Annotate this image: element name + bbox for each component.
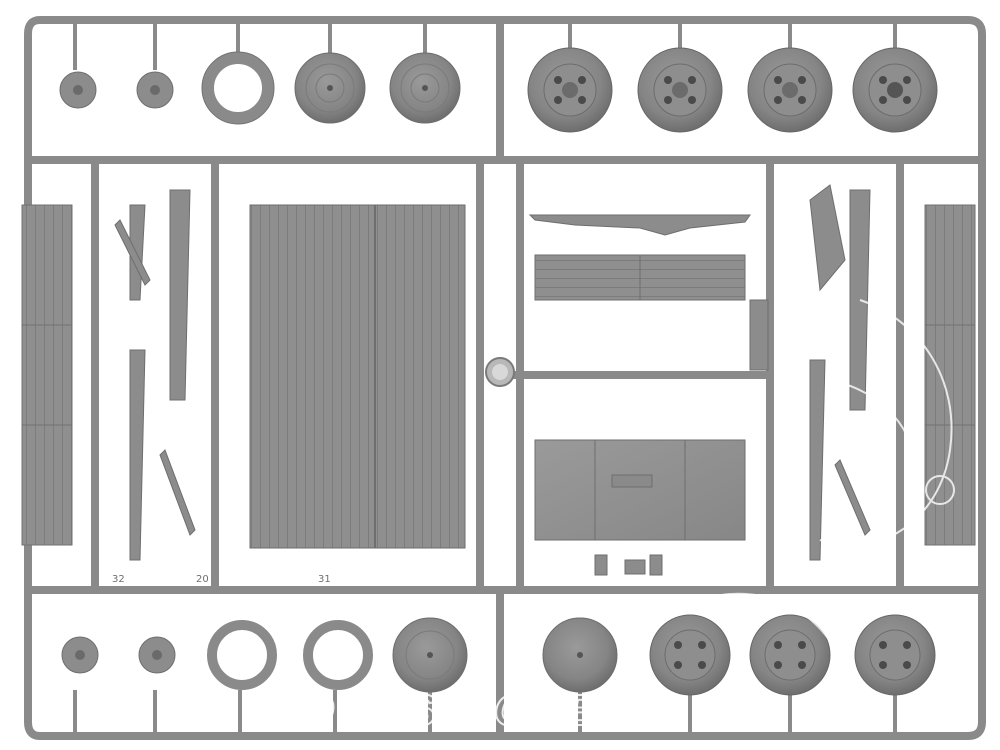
truck-wheel-3 [747, 47, 833, 133]
axle-beam [528, 214, 751, 236]
truck-wheel-7 [854, 614, 936, 696]
truck-wheel-1 [527, 47, 613, 133]
watermark-ornament [699, 299, 955, 661]
part-number-label: 20 [196, 574, 209, 585]
tailboard [534, 254, 746, 301]
truck-wheel-2 [637, 47, 723, 133]
tire-ring-2 [207, 620, 277, 690]
small-parts [594, 299, 769, 576]
sprue-gates-top [73, 20, 897, 736]
part-number-label: 32 [112, 574, 125, 585]
leaf-springs-right [809, 184, 871, 561]
truck-wheel-4 [852, 47, 938, 133]
side-board-left [21, 204, 73, 546]
sprue-frame [24, 16, 986, 740]
cab-back-panel [534, 439, 746, 541]
watermark-logo: OOPS MODEL [300, 686, 628, 735]
wheel-disc-4 [542, 617, 618, 693]
wheel-disc-1 [294, 52, 366, 124]
truck-bed-floor [249, 204, 466, 549]
hub-cap-1 [59, 71, 97, 109]
wheel-disc-2 [389, 52, 461, 124]
side-board-right [924, 204, 976, 546]
hub-cap-3 [61, 636, 99, 674]
sprue-hub-badge [485, 357, 515, 387]
truck-wheel-5 [649, 614, 731, 696]
tire-ring-1 [201, 51, 275, 125]
truck-wheel-6 [749, 614, 831, 696]
leaf-springs-left [114, 189, 196, 561]
hub-cap-4 [138, 636, 176, 674]
wheel-disc-3 [392, 617, 468, 693]
tire-ring-3 [303, 620, 373, 690]
hub-cap-2 [136, 71, 174, 109]
part-number-label: 31 [318, 574, 331, 585]
